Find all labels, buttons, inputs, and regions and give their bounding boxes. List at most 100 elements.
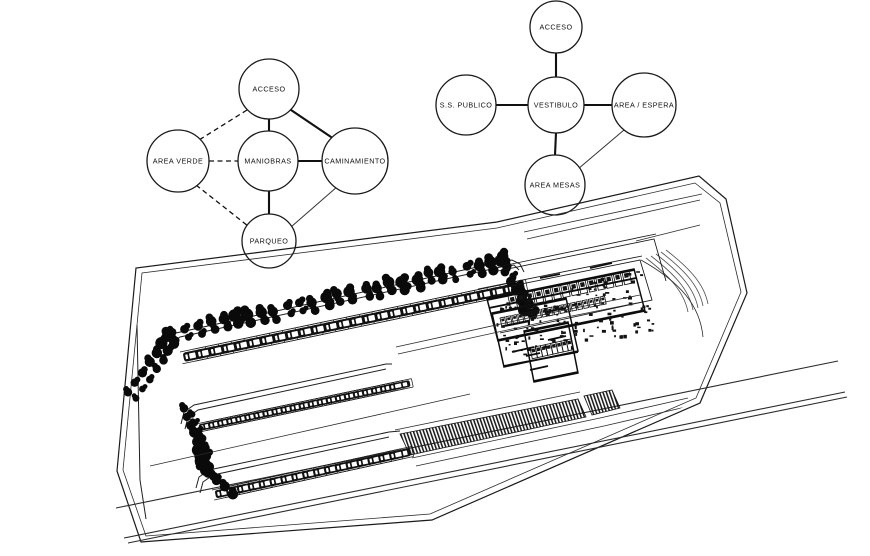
bubble-label-area-verde: AREA VERDE xyxy=(153,156,203,165)
building-fixture xyxy=(527,321,530,326)
tree-symbol xyxy=(207,467,214,474)
bubble-node-area-verde[interactable]: AREA VERDE xyxy=(146,129,210,193)
building-fixture xyxy=(584,338,589,342)
tree-symbol xyxy=(310,304,317,311)
building-fixture xyxy=(594,304,597,307)
building-fixture xyxy=(651,329,654,332)
building-fixture xyxy=(505,306,508,309)
link-areaverde-parqueo xyxy=(195,184,249,227)
building-fixture xyxy=(609,321,614,325)
building-fixture xyxy=(548,309,552,314)
bubble-label-acceso-interior: ACCESO xyxy=(539,22,572,31)
bubble-node-area-mesas[interactable]: AREA MESAS xyxy=(524,154,586,216)
bubble-circle-ss-publico xyxy=(435,74,497,136)
bubble-circle-acceso-interior xyxy=(529,0,583,54)
bubble-node-caminamiento[interactable]: CAMINAMIENTO xyxy=(321,127,389,195)
building-fixture xyxy=(506,302,511,306)
tree-symbol xyxy=(205,313,214,322)
bubble-node-acceso[interactable]: ACCESO xyxy=(238,58,300,120)
bubble-label-vestibulo: VESTIBULO xyxy=(534,100,578,109)
property-boundary xyxy=(116,175,748,543)
building-fixture xyxy=(527,300,531,303)
building-fixture xyxy=(501,325,505,328)
bubble-node-parqueo[interactable]: PARQUEO xyxy=(241,213,297,269)
tree-symbol xyxy=(131,393,137,399)
building-fixture xyxy=(593,281,598,284)
building-fixture xyxy=(503,334,506,337)
building-room xyxy=(499,316,507,327)
tree-symbol xyxy=(350,292,357,300)
building-fixture xyxy=(543,304,548,307)
building-fixture xyxy=(519,305,522,307)
tree-symbol xyxy=(467,259,474,267)
building-fixture xyxy=(620,335,623,338)
building-fixture xyxy=(640,274,644,277)
building-wall xyxy=(589,262,613,269)
link-vestibulo-areamesas xyxy=(553,132,558,156)
exterior-circulation-diagram: ACCESO AREA VERDE MANIOBRAS CAMINAMIENTO… xyxy=(146,58,389,269)
tree-symbol xyxy=(448,265,455,272)
building-fixture xyxy=(607,312,612,316)
building-wall xyxy=(488,277,637,309)
building-footprint xyxy=(477,233,667,383)
building-room xyxy=(587,298,595,308)
tree-symbol xyxy=(197,425,204,432)
tree-symbol xyxy=(244,314,253,323)
building-fixture xyxy=(609,318,612,321)
parking-row-2 xyxy=(195,378,414,433)
building-fixture xyxy=(623,334,627,339)
tree-symbol xyxy=(160,353,167,361)
tree-symbol xyxy=(168,336,176,344)
building-fixture xyxy=(636,271,640,273)
tree-symbol xyxy=(362,280,371,289)
tree-symbol xyxy=(205,448,214,456)
bubble-node-maniobras[interactable]: MANIOBRAS xyxy=(237,130,299,192)
building-fixture xyxy=(627,273,632,276)
building-fixture xyxy=(646,319,651,322)
tree-symbol xyxy=(513,270,519,276)
building-fixture xyxy=(635,322,639,326)
building-fixture xyxy=(500,307,503,311)
building-fixture xyxy=(603,281,608,284)
building-fixture xyxy=(526,307,531,310)
building-fixture xyxy=(574,302,577,306)
tree-symbol xyxy=(414,271,423,280)
bubble-label-ss-publico: S.S. PUBLICO xyxy=(440,100,493,109)
tree-symbol xyxy=(179,402,186,409)
bubble-node-area-espera[interactable]: AREA / ESPERA xyxy=(611,72,677,138)
bubble-circle-caminamiento xyxy=(321,127,389,195)
drive-loop xyxy=(635,224,709,338)
bubble-node-ss-publico[interactable]: S.S. PUBLICO xyxy=(435,74,497,136)
diagram-right-links xyxy=(496,53,625,170)
building-fixture xyxy=(567,341,570,343)
building-fixture xyxy=(528,336,531,340)
bubble-node-acceso-interior[interactable]: ACCESO xyxy=(529,0,583,54)
building-fixture xyxy=(633,323,636,327)
tree-symbol xyxy=(323,288,332,298)
tree-symbol xyxy=(381,273,391,283)
building-fixture xyxy=(553,305,556,309)
link-areaespera-areamesas xyxy=(577,129,625,170)
tree-symbol xyxy=(151,362,158,369)
parking-stall xyxy=(385,378,414,393)
building-fixture xyxy=(572,323,576,327)
building-fixture xyxy=(539,338,544,340)
tree-symbol xyxy=(385,283,393,291)
tree-symbol xyxy=(210,322,217,330)
tree-symbol xyxy=(195,417,200,423)
car-symbol xyxy=(388,448,411,460)
bubble-node-vestibulo[interactable]: VESTIBULO xyxy=(527,76,585,134)
building-fixture xyxy=(575,332,578,336)
tree-symbol xyxy=(255,303,264,313)
building-fixture xyxy=(611,326,614,331)
tree-symbol xyxy=(366,290,373,297)
bubble-circle-parqueo xyxy=(241,213,297,269)
building-fixture xyxy=(563,339,568,342)
plaza-paving xyxy=(399,389,621,456)
tree-symbol xyxy=(194,451,204,461)
tree-symbol xyxy=(196,318,204,326)
building-room xyxy=(523,311,531,322)
building-fixture xyxy=(564,310,568,313)
building-fixture xyxy=(596,326,599,329)
